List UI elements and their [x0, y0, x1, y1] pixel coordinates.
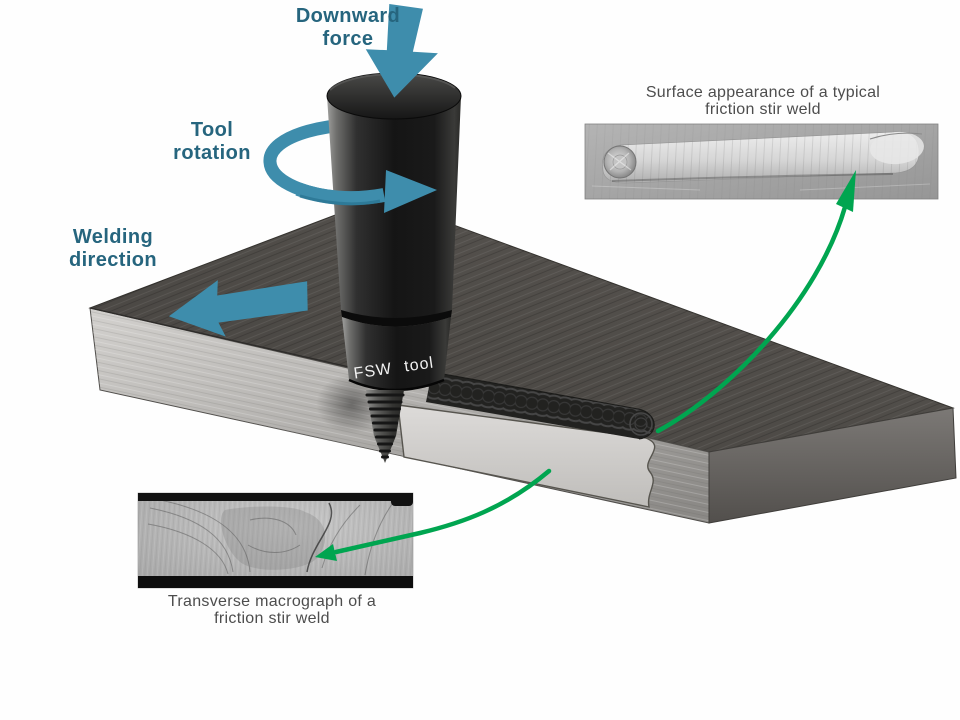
weld-seam	[426, 371, 655, 440]
surface-caption-line2: friction stir weld	[705, 101, 821, 118]
macrograph-photo	[137, 492, 414, 589]
workpiece-plate	[88, 197, 957, 524]
tool-rotation-line2: rotation	[173, 142, 251, 164]
tool-rotation-line1: Tool	[190, 119, 234, 141]
macrograph-caption-line1: Transverse macrograph of a	[167, 593, 377, 610]
tool-rotation-label: Tool rotation	[132, 119, 292, 165]
macrograph-caption-line2: friction stir weld	[214, 610, 330, 627]
plate-right-face	[708, 407, 957, 524]
surface-photo-caption: Surface appearance of a typical friction…	[575, 84, 951, 118]
welding-direction-label: Welding direction	[33, 226, 193, 272]
welding-direction-arrow	[168, 280, 308, 337]
surface-caption-line1: Surface appearance of a typical	[645, 84, 881, 101]
welding-direction-line1: Welding	[72, 226, 154, 248]
surface-weld-photo	[584, 123, 939, 200]
welding-direction-line2: direction	[68, 249, 158, 271]
tool-pin	[365, 390, 405, 463]
joint-line	[306, 502, 333, 573]
tool-shoulder	[342, 317, 451, 390]
macrograph-photo-caption: Transverse macrograph of a friction stir…	[92, 593, 452, 627]
tool-step-ring	[341, 310, 452, 327]
green-connector-macrograph	[315, 468, 552, 561]
tool-rotation-arrow	[295, 170, 437, 213]
green-connector-surface	[655, 170, 856, 434]
downward-force-label: Downward force	[258, 5, 438, 51]
weld-nugget	[220, 506, 326, 570]
downward-force-arrow	[365, 4, 438, 98]
downward-force-line1: Downward	[295, 5, 401, 27]
downward-force-line2: force	[322, 28, 374, 50]
weld-cross-section	[397, 404, 656, 508]
